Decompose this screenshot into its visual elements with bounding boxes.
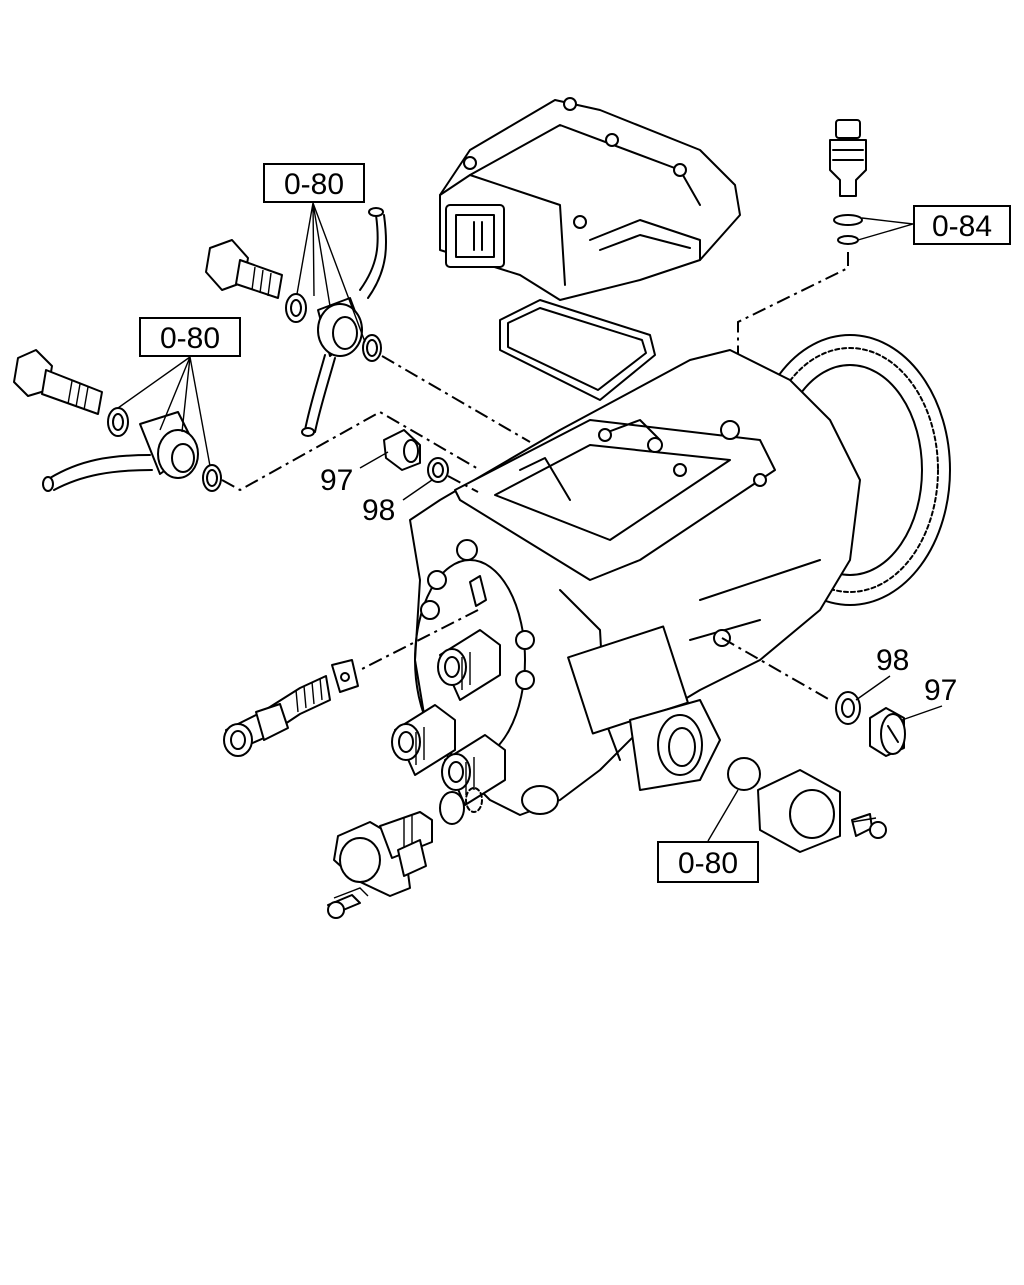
svg-text:0-84: 0-84 bbox=[932, 210, 992, 243]
part-number-98-left: 98 bbox=[362, 494, 395, 527]
pump-body bbox=[359, 334, 951, 816]
callout-ref-084: 0-84 bbox=[857, 205, 1011, 245]
nozzle-assembly bbox=[223, 659, 359, 757]
plug-and-washer-left bbox=[383, 429, 479, 493]
banjo-bolt-assembly-top bbox=[205, 207, 531, 443]
svg-text:0-80: 0-80 bbox=[678, 847, 738, 880]
callout-ref-080-bottom: 0-80 bbox=[657, 789, 759, 883]
svg-text:0-80: 0-80 bbox=[160, 322, 220, 355]
part-number-97-right: 97 bbox=[924, 674, 957, 707]
valve-top-right bbox=[737, 119, 867, 460]
part-number-97-left: 97 bbox=[320, 464, 353, 497]
part-number-98-right: 98 bbox=[876, 644, 909, 677]
control-unit bbox=[439, 97, 741, 301]
callout-ref-080-top: 0-80 bbox=[263, 163, 366, 343]
plug-and-washer-right bbox=[835, 691, 906, 757]
banjo-bolt-assembly-left bbox=[13, 349, 481, 492]
cover-plate-assembly bbox=[727, 757, 887, 853]
callout-ref-080-left: 0-80 bbox=[117, 317, 241, 467]
svg-text:0-80: 0-80 bbox=[284, 168, 344, 201]
solenoid-valve bbox=[327, 787, 483, 919]
